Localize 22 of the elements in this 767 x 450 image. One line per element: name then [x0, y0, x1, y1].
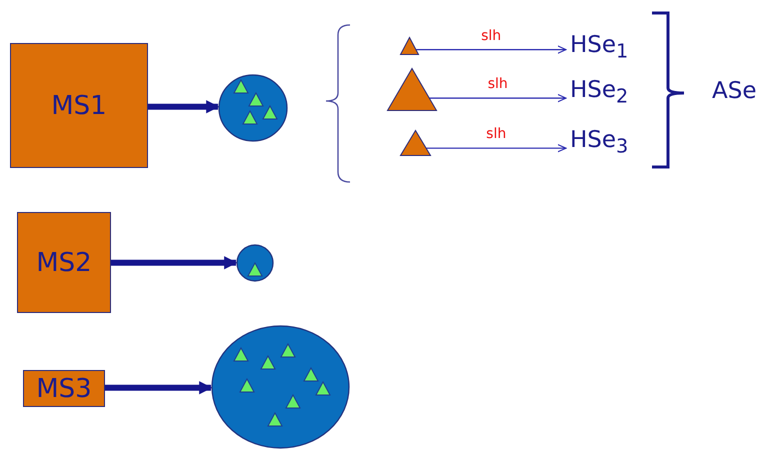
arrow	[430, 94, 567, 102]
circle-shape	[236, 244, 274, 282]
arrow	[105, 381, 212, 394]
arrow	[416, 45, 567, 54]
arrow	[111, 256, 238, 270]
process-box	[17, 212, 111, 313]
circle-shape	[218, 74, 288, 142]
circle-shape	[211, 325, 350, 449]
arrow	[426, 144, 567, 152]
triangle-shape	[400, 37, 419, 55]
node-label: HSe$_{1}$	[570, 32, 628, 62]
process-box	[10, 43, 148, 168]
node-label: ASe	[712, 78, 756, 104]
box-label: MS1	[51, 90, 107, 120]
triangle-shape	[400, 130, 431, 156]
box-label: MS3	[36, 374, 92, 404]
triangle-shape	[387, 68, 437, 111]
process-box	[23, 370, 105, 407]
node-label: HSe$_{3}$	[570, 126, 628, 158]
box-label: MS2	[36, 248, 92, 278]
node-label: HSe$_{2}$	[570, 76, 628, 108]
arrow	[148, 100, 220, 114]
